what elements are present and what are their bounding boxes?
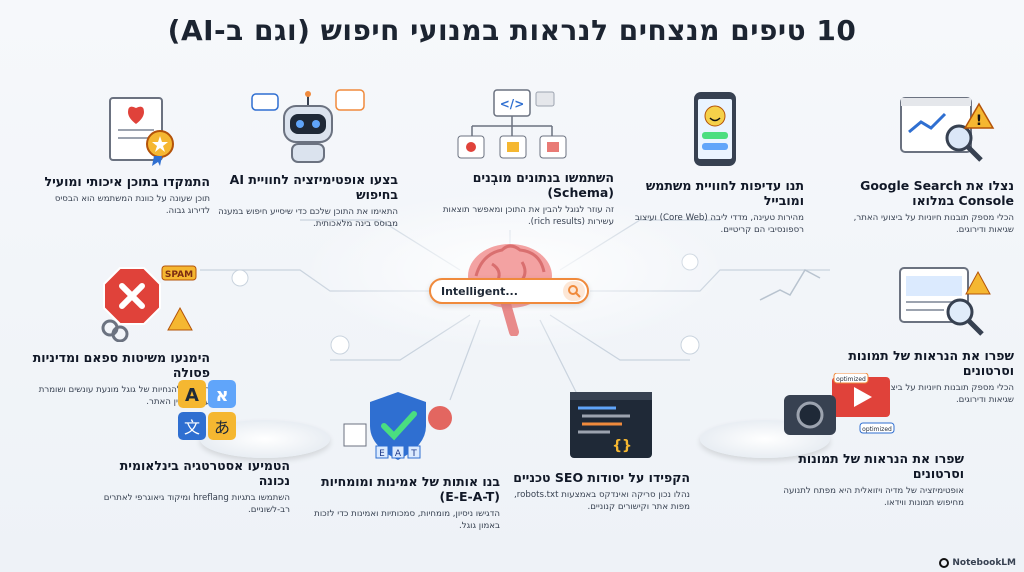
code-editor-icon: {} bbox=[570, 392, 652, 458]
tip-heading: תנו עדיפות לחוויית משתמש ומובייל bbox=[645, 178, 804, 208]
tip-search-console: ! נצלו את Google Search Console במלואו ה… bbox=[834, 90, 1014, 236]
tip-heading: הטמיעו אסטרטגיה בינלאומית נכונה bbox=[119, 458, 290, 488]
tip-heading: בצעו אופטימיזציה לחוויית AI בחיפוש bbox=[229, 172, 398, 202]
tip-heading: שפרו את הנראות של תמונות וסרטונים bbox=[798, 451, 964, 481]
search-button[interactable] bbox=[563, 281, 585, 301]
tip-multilingual: A א 文 あ הטמיעו אסטרטגיה בינלאומית נכונה … bbox=[90, 378, 290, 516]
image-search-icon bbox=[899, 267, 991, 336]
tip-heading: שפרו את הנראות של תמונות וסרטונים bbox=[848, 348, 1014, 378]
svg-text:文: 文 bbox=[184, 418, 200, 437]
code-tree-icon: </> bbox=[457, 89, 567, 159]
tip-ai-experience: בצעו אופטימיזציה לחוויית AI בחיפוש התאימ… bbox=[218, 88, 398, 230]
eeat-letter: A bbox=[395, 449, 402, 459]
optimized-badge: optimized bbox=[836, 376, 866, 383]
tip-images-videos-1: שפרו את הנראות של תמונות וסרטונים הכלי מ… bbox=[834, 262, 1014, 406]
spam-stop-icon: SPAM bbox=[101, 265, 197, 343]
tip-heading: בנו אותות של אמינות ומומחיות (E-E-A-T) bbox=[321, 474, 500, 504]
svg-text:!: ! bbox=[976, 113, 982, 129]
certificate-icon bbox=[109, 97, 174, 166]
optimized-badge: optimized bbox=[862, 426, 892, 433]
svg-text:א: א bbox=[215, 385, 228, 406]
tip-technical-seo: {} הקפידו על יסודות SEO טכניים נהלו נכון… bbox=[510, 390, 690, 513]
analytics-icon: ! bbox=[900, 97, 995, 162]
tip-heading: הימנעו משיטות ספאם ומדיניות פסולה bbox=[32, 350, 210, 380]
svg-text:{}: {} bbox=[612, 438, 632, 454]
tip-body: השתמשו בתגיות hreflang ומיקוד גיאוגרפי ל… bbox=[103, 493, 290, 515]
tip-body: הכלי מספק תובנות חיוניות על ביצועי האתר,… bbox=[853, 213, 1014, 235]
svg-text:A: A bbox=[185, 385, 199, 406]
search-icon bbox=[568, 285, 581, 298]
tip-body: הכלי מספק תובנות חיוניות על ביצועי האתר,… bbox=[853, 383, 1014, 405]
search-input[interactable]: Intelligent... bbox=[429, 278, 589, 304]
tip-schema: </> השתמשו בנתונים מובְנים (Schema) זה ע… bbox=[414, 88, 614, 228]
tip-heading: נצלו את Google Search Console במלואו bbox=[860, 178, 1014, 208]
translate-icon: A א 文 あ bbox=[178, 380, 236, 440]
smartphone-icon bbox=[694, 92, 736, 166]
tip-eeat: E A T בנו אותות של אמינות ומומחיות (E-E-… bbox=[310, 390, 500, 532]
tip-body: הדגישו ניסיון, מומחיות, סמכותיות ואמינות… bbox=[314, 509, 500, 531]
eeat-letter: E bbox=[379, 449, 385, 459]
notebooklm-logo-icon bbox=[939, 558, 950, 568]
tip-heading: התמקדו בתוכן איכותי ומועיל bbox=[44, 174, 210, 189]
watermark-text: NotebookLM bbox=[952, 558, 1016, 568]
robot-icon bbox=[251, 89, 365, 163]
page-title: 10 טיפים מנצחים לנראות במנועי חיפוש (וגם… bbox=[167, 14, 857, 47]
search-text: Intelligent... bbox=[441, 284, 518, 298]
shield-check-icon: E A T bbox=[343, 392, 452, 460]
tip-body: זה עוזר לגוגל להבין את התוכן ומאפשר תוצא… bbox=[442, 205, 614, 227]
tip-mobile-ux: תנו עדיפות לחוויית משתמש ומובייל מהירות … bbox=[624, 90, 804, 236]
eeat-letter: T bbox=[410, 449, 417, 459]
watermark: NotebookLM bbox=[939, 558, 1016, 568]
tip-body: התאימו את התוכן שלכם כדי שיסייע חיפוש במ… bbox=[218, 207, 398, 229]
tip-body: אופטימיזציה של מדיה ויזואלית היא מפתח לת… bbox=[783, 486, 964, 508]
tip-body: תוכן שעונה על כוונת המשתמש הוא הבסיס לדי… bbox=[54, 194, 210, 216]
tip-body: מהירות טעינה, מדדי ליבה (Core Web) ועיצו… bbox=[634, 213, 804, 235]
svg-text:</>: </> bbox=[500, 97, 525, 111]
tip-heading: הקפידו על יסודות SEO טכניים bbox=[513, 470, 690, 485]
spam-label: SPAM bbox=[165, 270, 193, 280]
tip-body: נהלו נכון סריקה ואינדקס באמצעות robots.t… bbox=[514, 490, 690, 512]
svg-text:あ: あ bbox=[214, 418, 230, 437]
tip-heading: השתמשו בנתונים מובְנים (Schema) bbox=[472, 170, 614, 200]
tip-images-videos-2: optimized optimized שפרו את הנראות של תמ… bbox=[764, 372, 964, 509]
camera-video-icon: optimized optimized bbox=[784, 372, 895, 435]
tip-quality-content: התמקדו בתוכן איכותי ומועיל תוכן שעונה על… bbox=[40, 90, 210, 217]
